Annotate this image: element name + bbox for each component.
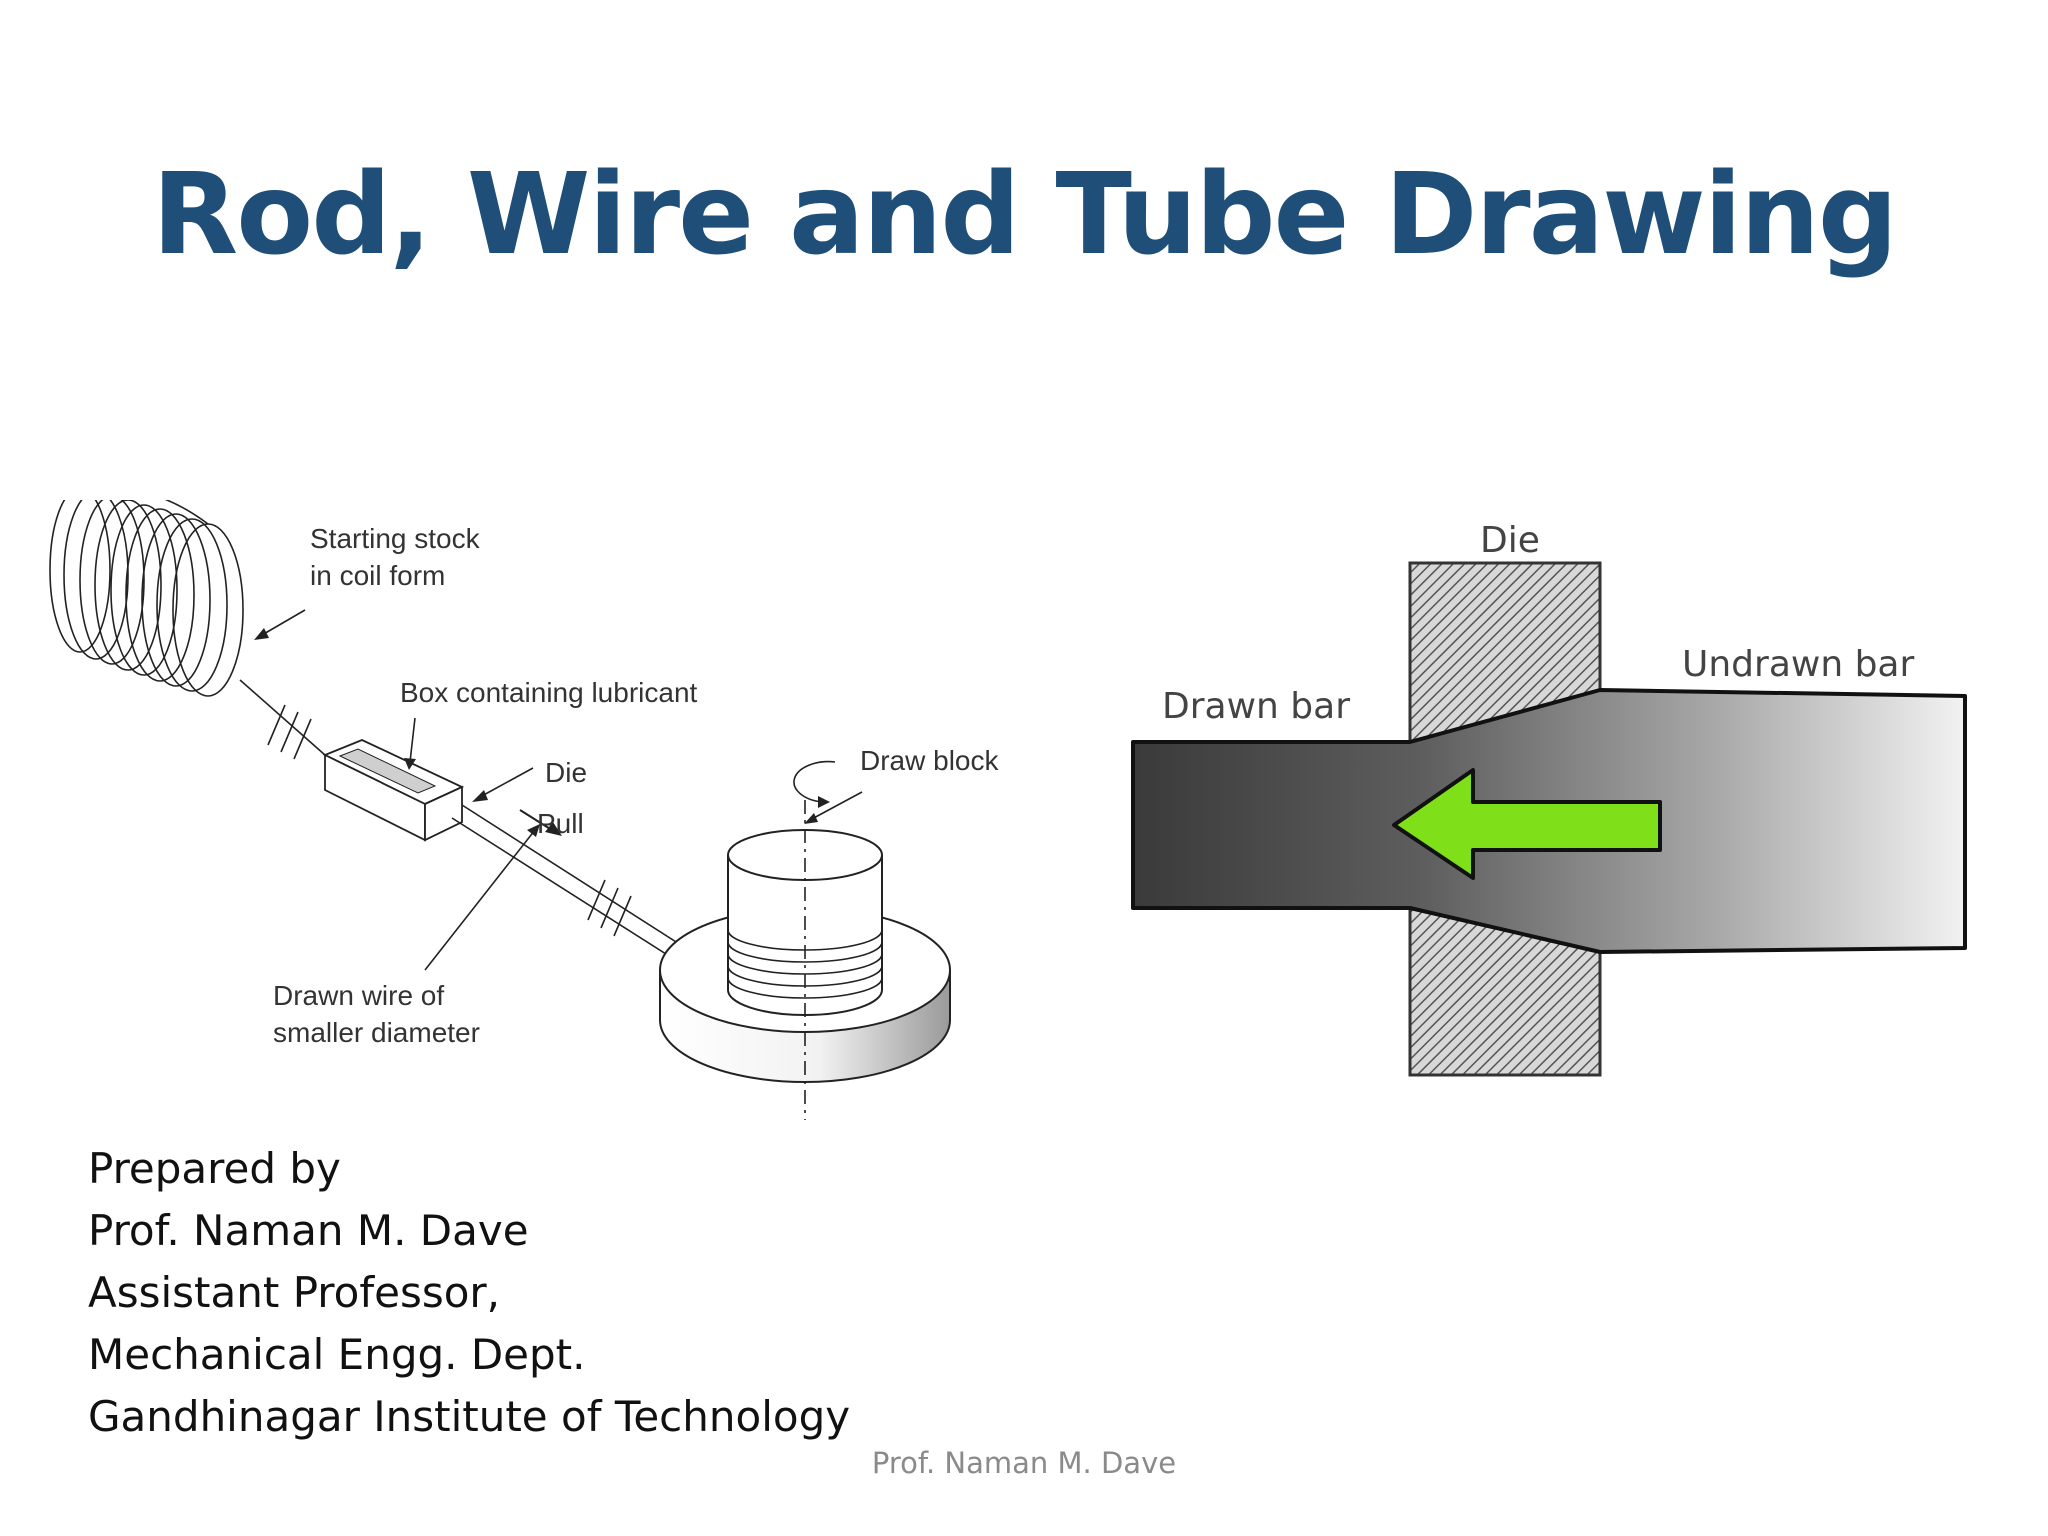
label-undrawn-bar: Undrawn bar xyxy=(1682,644,1914,685)
label-draw-block: Draw block xyxy=(860,745,999,776)
author-block: Prepared by Prof. Naman M. Dave Assistan… xyxy=(88,1138,850,1448)
svg-text:Drawn wire of: Drawn wire of xyxy=(273,980,444,1011)
label-pull: Pull xyxy=(537,808,584,839)
author-line-prepared-by: Prepared by xyxy=(88,1144,341,1193)
label-drawn-bar: Drawn bar xyxy=(1162,686,1350,727)
lubricant-box xyxy=(322,739,465,842)
coil-stock xyxy=(49,485,244,697)
wire-drawing-diagram: Starting stock in coil form Box containi… xyxy=(40,485,1080,1140)
svg-text:Box containing lubricant: Box containing lubricant xyxy=(400,677,698,708)
svg-text:Drawn bar: Drawn bar xyxy=(1162,686,1350,727)
slide-title: Rod, Wire and Tube Drawing xyxy=(152,150,1898,280)
svg-text:Starting stock: Starting stock xyxy=(310,523,481,554)
svg-text:Die: Die xyxy=(1480,520,1540,561)
label-drawn-wire-line2: smaller diameter xyxy=(273,1017,480,1048)
label-starting-stock-line1: Starting stock xyxy=(310,523,481,554)
draw-block xyxy=(659,800,951,1120)
author-line-institute: Gandhinagar Institute of Technology xyxy=(88,1392,851,1441)
left-arrow-icon xyxy=(1392,768,1662,880)
svg-text:in coil form: in coil form xyxy=(310,560,445,591)
author-line-department: Mechanical Engg. Dept. xyxy=(88,1330,586,1379)
label-bar-die: Die xyxy=(1480,520,1540,561)
author-line-name: Prof. Naman M. Dave xyxy=(88,1206,529,1255)
label-starting-stock-line2: in coil form xyxy=(310,560,445,591)
svg-text:Pull: Pull xyxy=(537,808,584,839)
svg-text:Undrawn bar: Undrawn bar xyxy=(1682,644,1914,685)
label-lubricant-box: Box containing lubricant xyxy=(400,677,698,708)
label-die: Die xyxy=(545,757,587,788)
author-line-position: Assistant Professor, xyxy=(88,1268,501,1317)
label-drawn-wire-line1: Drawn wire of xyxy=(273,980,444,1011)
slide-footer: Prof. Naman M. Dave xyxy=(871,1446,1177,1480)
svg-text:Die: Die xyxy=(545,757,587,788)
svg-text:Draw block: Draw block xyxy=(860,745,999,776)
svg-text:smaller diameter: smaller diameter xyxy=(273,1017,480,1048)
bar-drawing-diagram: Die Drawn bar Undrawn bar xyxy=(1120,500,1990,1100)
